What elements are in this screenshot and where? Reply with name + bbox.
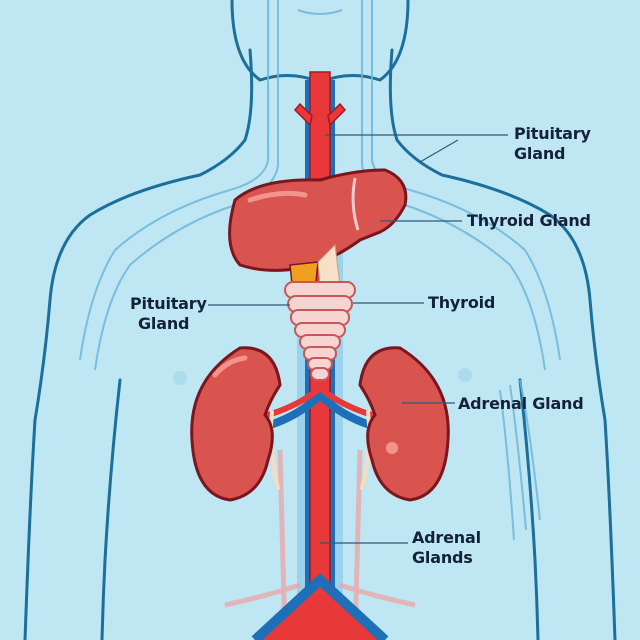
thyroid-tissue (284, 281, 356, 381)
iliac-bifurcation (251, 573, 389, 640)
label-line: Glands (412, 548, 473, 567)
label-line: Adrenal Gland (458, 394, 584, 413)
liver (228, 168, 408, 272)
kidney-right (358, 346, 450, 502)
label-line: Thyroid Gland (467, 211, 591, 230)
label-line: Thyroid (428, 293, 496, 312)
label-adrenal-glands: Adrenal Glands (412, 528, 481, 568)
body-outline (23, 0, 617, 640)
gallbladder (289, 261, 319, 285)
label-line: Pituitary (514, 124, 591, 143)
label-line: Gland (514, 144, 566, 163)
kidney-left (190, 346, 282, 502)
label-pituitary-gland-upper: Pituitary Gland (514, 124, 591, 164)
label-line: Pituitary (130, 294, 207, 313)
label-thyroid: Thyroid (428, 293, 495, 313)
label-line: Gland (138, 314, 190, 333)
label-line: Adrenal (412, 528, 481, 547)
label-thyroid-gland: Thyroid Gland (467, 211, 591, 231)
leader-lines (208, 134, 508, 544)
label-adrenal-gland: Adrenal Gland (458, 394, 584, 414)
label-pituitary-gland-left: Pituitary Gland (130, 294, 207, 334)
